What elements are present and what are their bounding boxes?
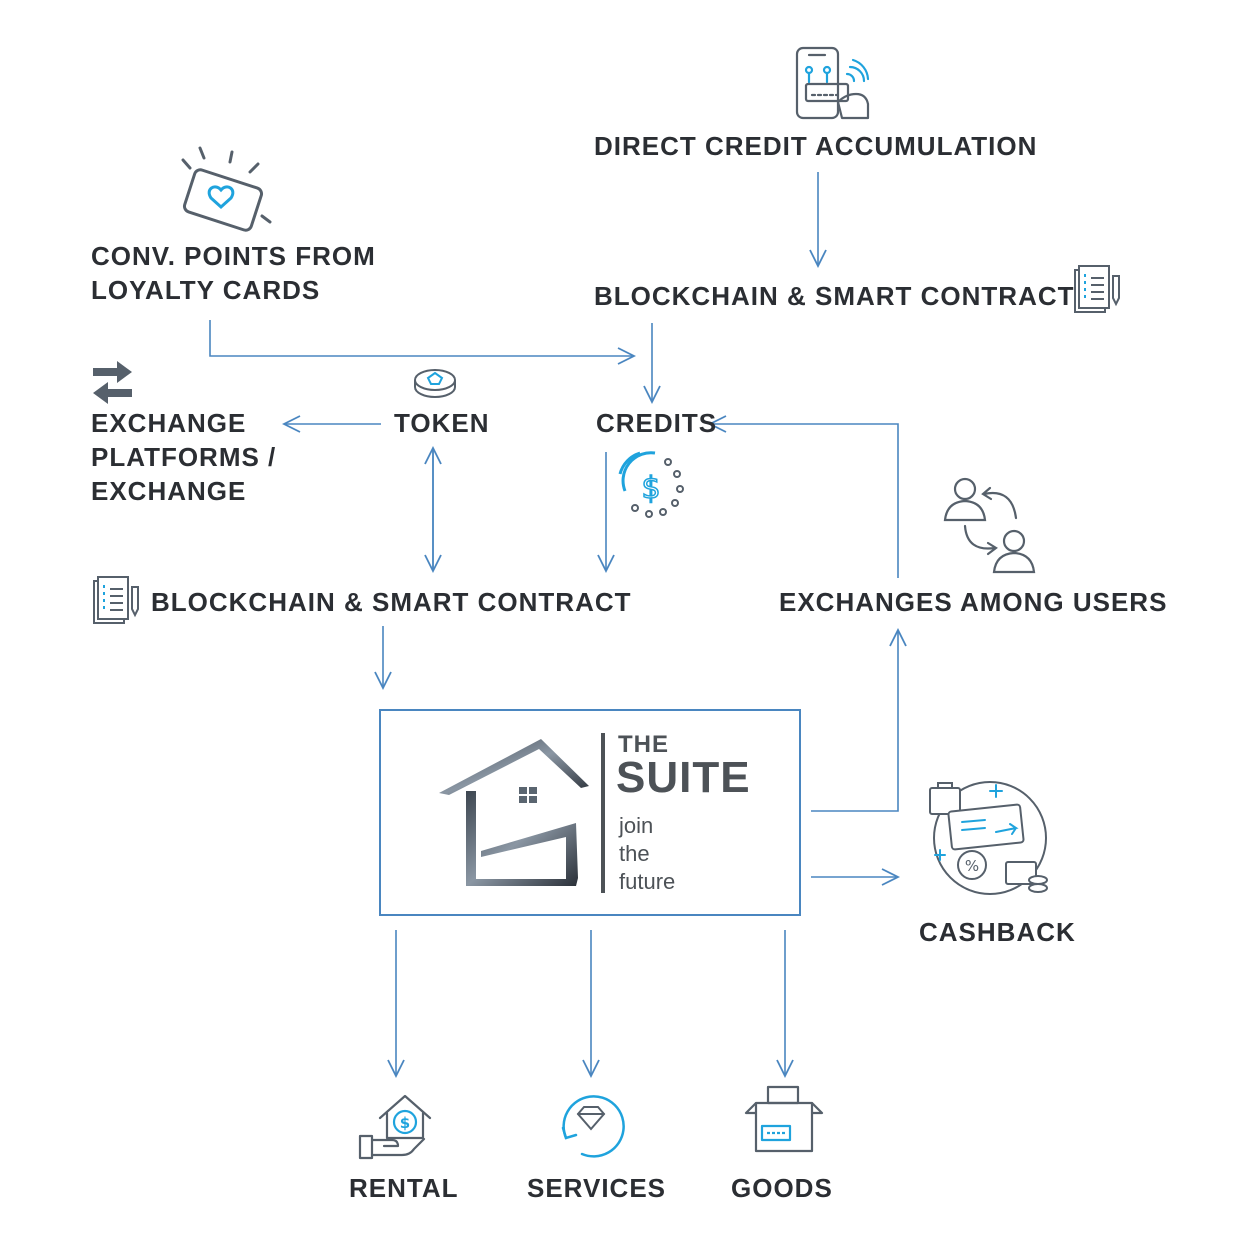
- coin-icon: [414, 369, 456, 398]
- users-exchange-icon: [943, 477, 1036, 574]
- logo-tagline-3: future: [619, 869, 676, 894]
- logo-suite-text: SUITE: [616, 753, 751, 802]
- loyalty-card-icon: [181, 146, 272, 232]
- phone-payment-icon: [795, 46, 870, 120]
- logo-tagline-1: join: [619, 813, 654, 838]
- arrow-suite-to-users: [811, 630, 898, 812]
- box-goods-icon: [744, 1085, 824, 1153]
- label-services: SERVICES: [527, 1173, 667, 1203]
- label-conv-points-2: LOYALTY CARDS: [91, 275, 321, 305]
- arrow-loyalty-to-credits: [209, 320, 634, 356]
- label-token: TOKEN: [394, 408, 490, 438]
- exchange-arrows-icon: [93, 361, 132, 404]
- the-suite-logo-box: THE SUITE join the future: [379, 709, 801, 916]
- label-direct-credit: DIRECT CREDIT ACCUMULATION: [594, 131, 1038, 161]
- label-cashback: CASHBACK: [919, 917, 1076, 947]
- label-credits: CREDITS: [596, 408, 718, 438]
- logo-the-text: THE: [618, 731, 669, 758]
- house-dollar-icon: $: [358, 1094, 432, 1160]
- svg-text:$: $: [641, 471, 660, 506]
- label-blockchain-top: BLOCKCHAIN & SMART CONTRACT: [594, 281, 1075, 311]
- label-exchange-1: EXCHANGE: [91, 408, 247, 438]
- logo-tagline-2: the: [619, 841, 650, 866]
- diamond-service-icon: [561, 1095, 625, 1158]
- label-goods: GOODS: [731, 1173, 833, 1203]
- label-exchanges-users: EXCHANGES AMONG USERS: [779, 587, 1168, 617]
- house-logo-icon: [439, 739, 589, 886]
- label-blockchain-mid: BLOCKCHAIN & SMART CONTRACT: [151, 587, 632, 617]
- svg-text:$: $: [400, 1114, 410, 1132]
- svg-text:%: %: [965, 857, 979, 875]
- arrow-users-to-credits: [710, 424, 899, 578]
- label-exchange-3: EXCHANGE: [91, 476, 247, 506]
- travel-cashback-icon: %: [929, 781, 1048, 895]
- label-rental: RENTAL: [349, 1173, 459, 1203]
- dollar-cycle-icon: $: [618, 451, 684, 518]
- label-conv-points-1: CONV. POINTS FROM: [91, 241, 376, 271]
- logo-divider: [601, 733, 605, 893]
- label-exchange-2: PLATFORMS /: [91, 442, 277, 472]
- contract-document-icon: [93, 576, 139, 624]
- contract-document-icon: [1074, 265, 1120, 313]
